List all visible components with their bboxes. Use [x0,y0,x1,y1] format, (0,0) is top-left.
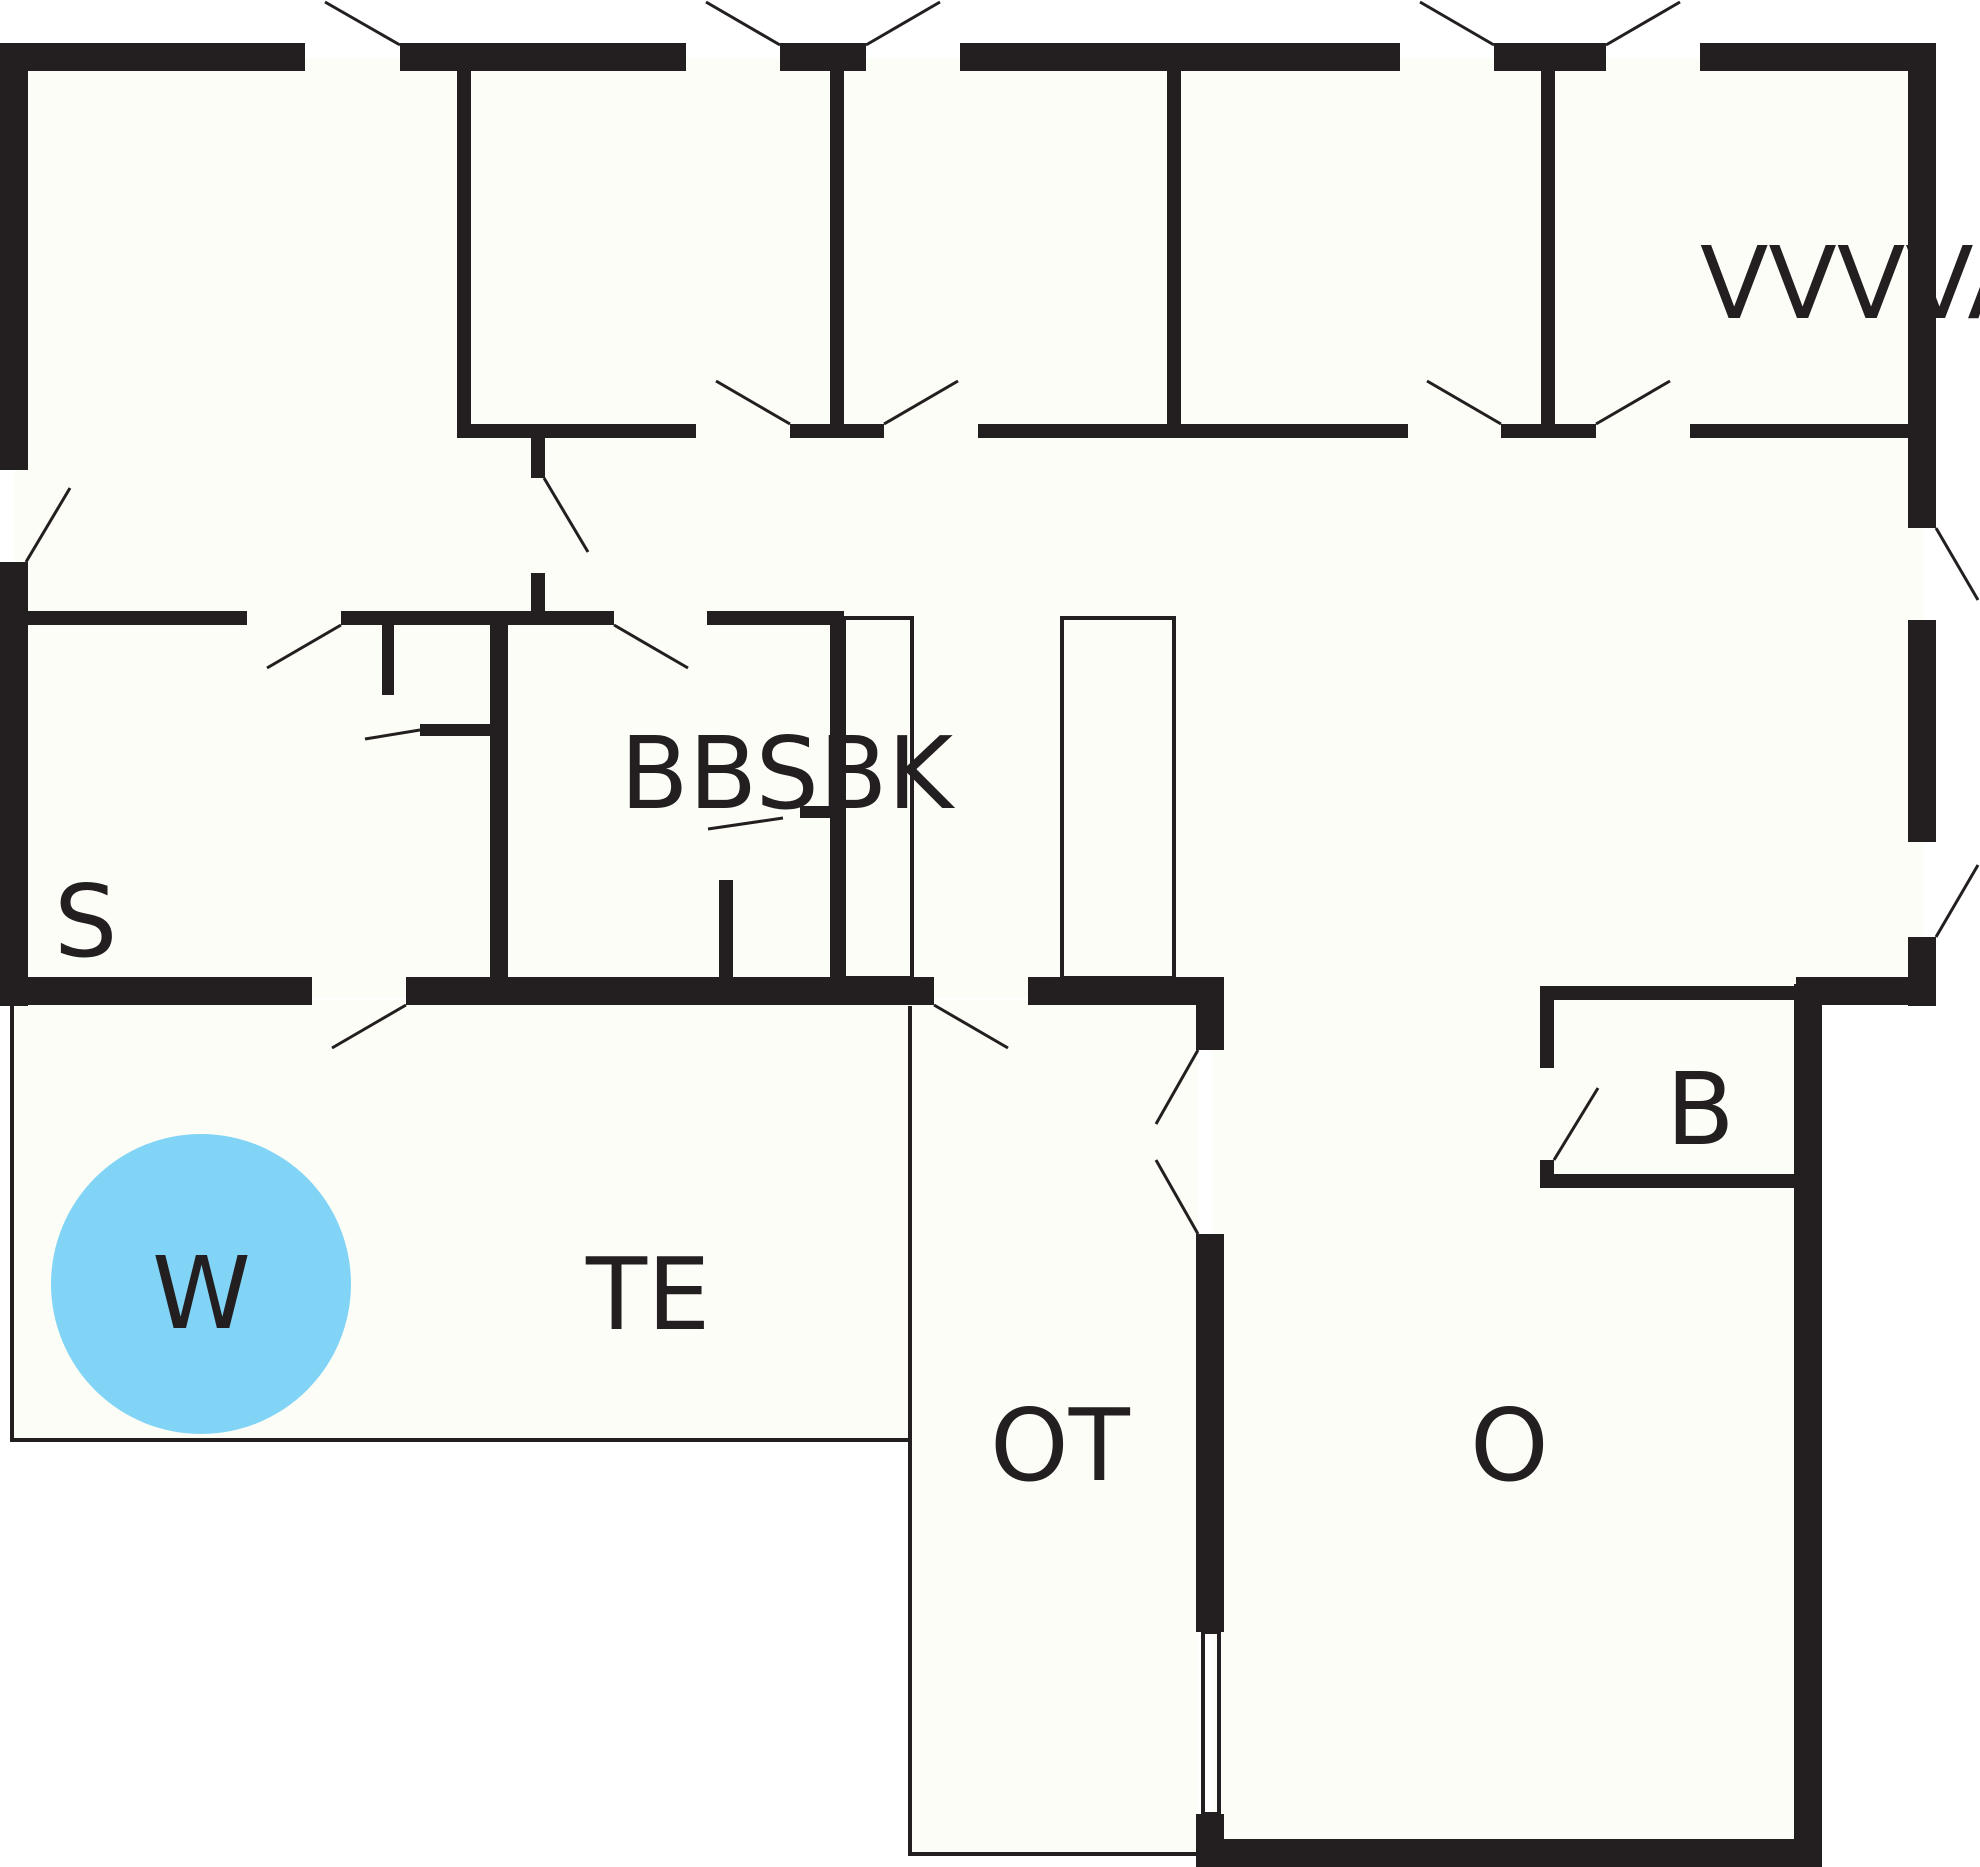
door-swing-top-3 [865,0,941,47]
door-swing-terrace [331,1003,407,1050]
door-swing-hall [933,1003,1009,1050]
door-swing-top-2 [705,0,781,47]
label-main-room: O [1470,1387,1549,1504]
door-swing-room-3 [1426,379,1502,426]
thin-outlines [10,616,1430,1863]
door-swing-right-2 [1934,864,1980,938]
cabinet-1 [842,616,914,980]
label-hall: OT [990,1387,1131,1504]
w-marker [51,1134,351,1434]
door-swing-s [266,623,342,670]
floor-main-block [14,58,1924,998]
hall-window [1201,1630,1221,1816]
label-terrace: TE [585,1236,710,1353]
floor-hall-strip [912,1000,1198,1854]
door-swing-room-1 [715,379,791,426]
door-swing-ot-1 [1154,1049,1200,1125]
cabinet-2 [1060,616,1176,980]
door-swing-s-closet [364,728,421,741]
door-swing-left [24,487,72,563]
floor-main-room [1212,980,1802,1840]
label-b-closet: B [1666,1051,1735,1168]
door-swing-corridor [542,477,590,553]
label-s-room: S [54,863,117,980]
door-swing-b [1552,1087,1600,1161]
door-swings [24,0,1980,1235]
door-swing-top-1 [324,0,401,47]
door-swing-room-4 [1595,379,1671,426]
floor-areas [12,58,1924,1854]
door-swing-right-1 [1934,527,1980,601]
door-swing-bb [613,623,689,670]
door-swing-top-4 [1419,0,1495,47]
terrace-outline [10,1006,910,1442]
door-swing-bath [707,816,784,831]
door-swing-ot-2 [1154,1159,1200,1235]
walls [0,43,1936,1867]
main-window [1254,1843,1430,1863]
door-swing-room-2 [883,379,959,426]
label-w-marker: W [152,1235,251,1352]
label-top-right: VVVVA [1700,225,1980,342]
label-middle-room: BBSBK [620,715,956,832]
door-swing-top-5 [1605,0,1681,47]
room-labels: VVVVA BBSBK S B TE OT O W [54,225,1980,1504]
